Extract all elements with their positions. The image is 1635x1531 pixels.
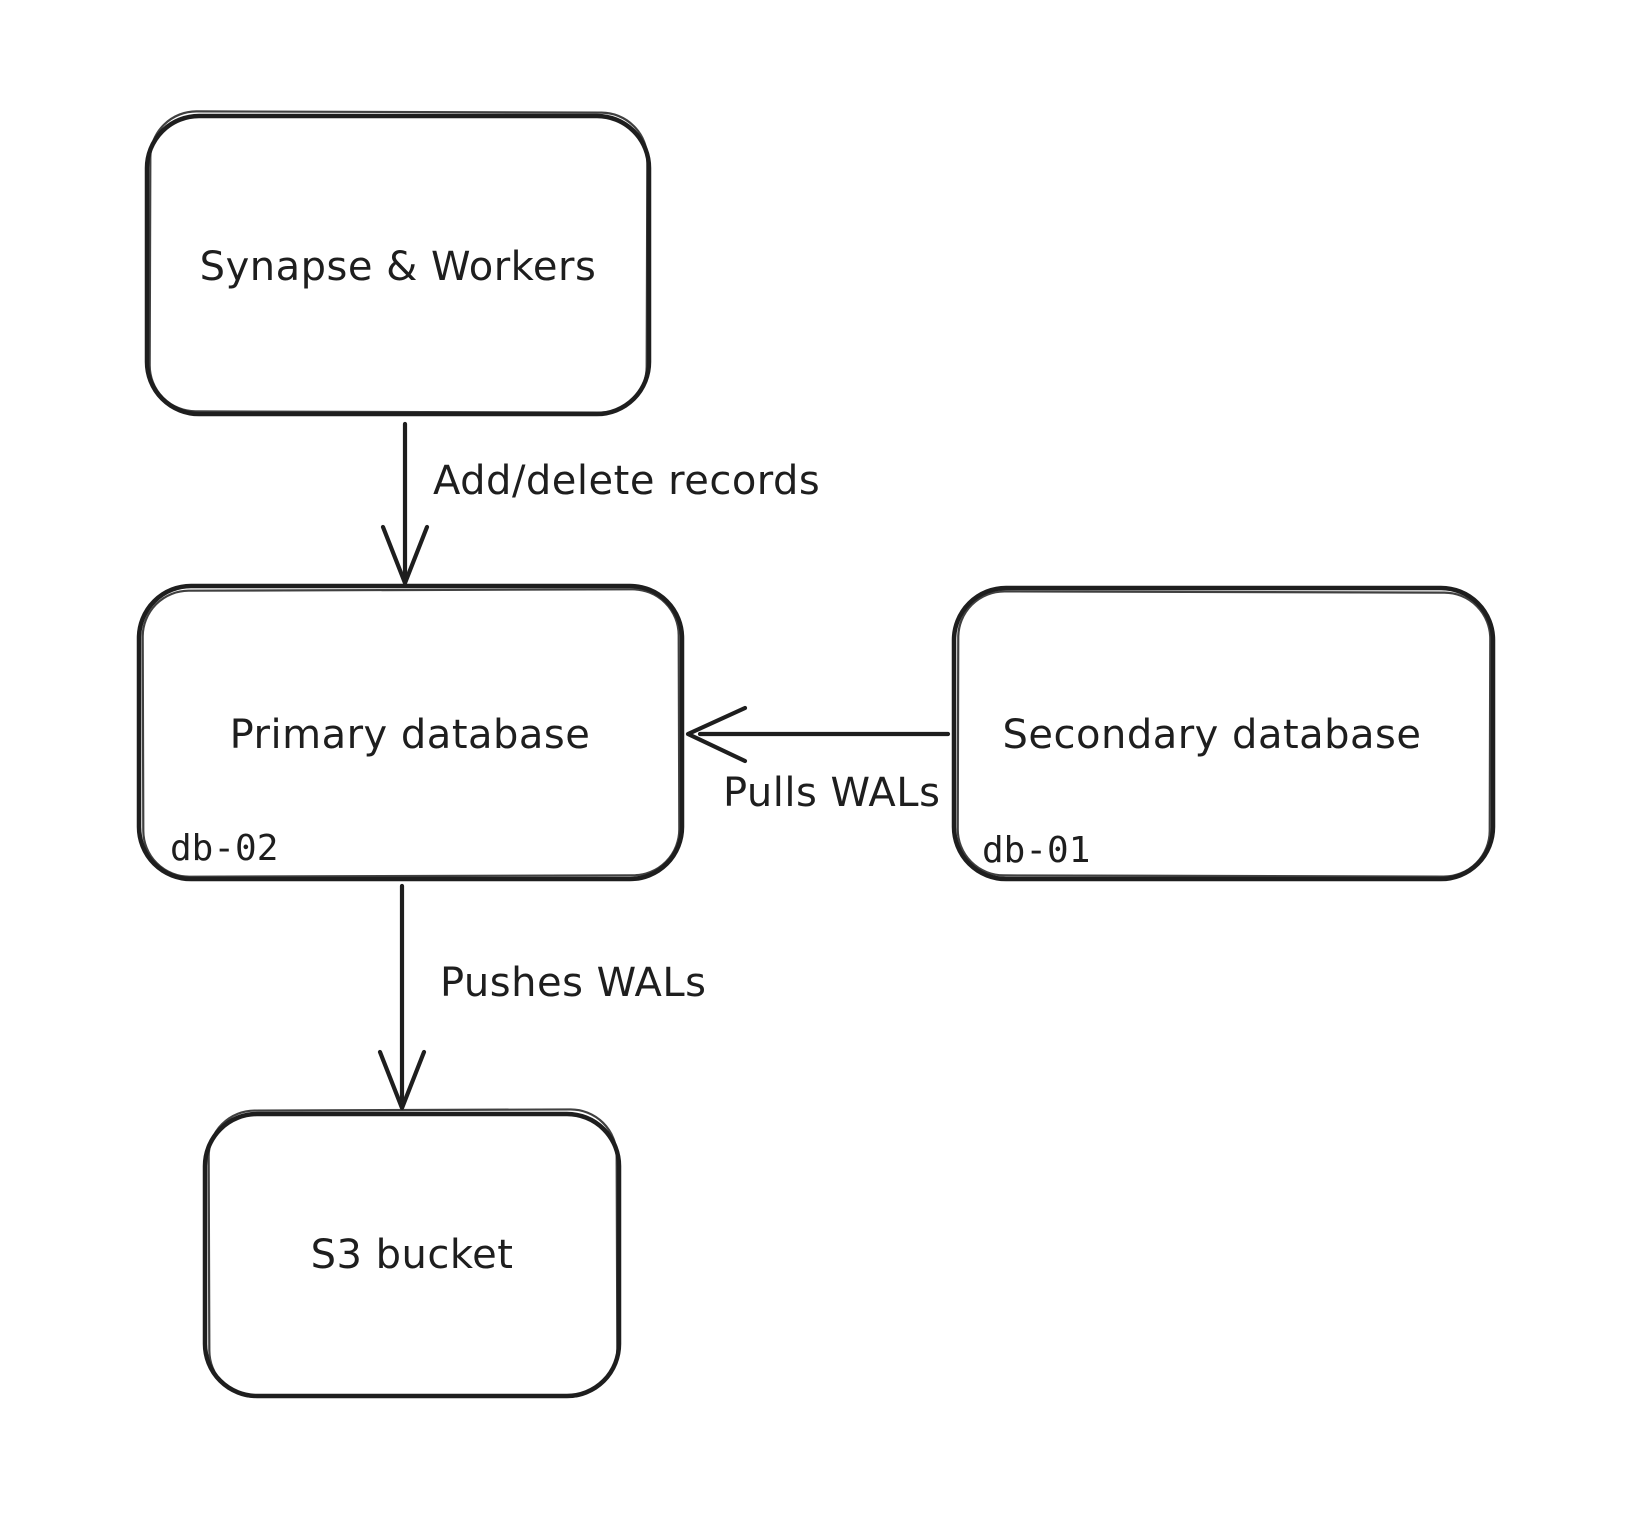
node-secondary-database-sublabel: db-01 bbox=[982, 830, 1090, 871]
node-synapse-workers-sketch-stroke bbox=[148, 110, 649, 414]
node-secondary-database-label: Secondary database bbox=[1003, 712, 1422, 758]
edge-pushes-wals-label: Pushes WALs bbox=[440, 960, 706, 1006]
node-synapse-workers-shape bbox=[144, 113, 652, 417]
edge-add-delete-records-label: Add/delete records bbox=[433, 458, 820, 504]
edge-pushes-wals-arrowhead-icon bbox=[377, 1049, 427, 1111]
edge-pulls-wals-label: Pulls WALs bbox=[723, 770, 940, 816]
node-s3-bucket-sketch-stroke bbox=[207, 1108, 619, 1398]
node-s3-bucket[interactable]: S3 bucket bbox=[202, 1108, 622, 1399]
node-s3-bucket-label: S3 bucket bbox=[311, 1232, 514, 1278]
node-secondary-database-shape bbox=[951, 585, 1496, 882]
node-synapse-workers[interactable]: Synapse & Workers bbox=[144, 110, 652, 417]
edge-pulls-wals-arrowhead-icon bbox=[685, 705, 748, 764]
edge-add-delete-records-arrowhead-icon bbox=[380, 524, 430, 586]
node-secondary-database-sketch-stroke bbox=[956, 590, 1492, 878]
node-synapse-workers-label: Synapse & Workers bbox=[200, 244, 597, 290]
edge-add-delete-records[interactable]: Add/delete records bbox=[380, 421, 820, 586]
node-primary-database-sublabel: db-02 bbox=[170, 828, 278, 869]
edge-pushes-wals[interactable]: Pushes WALs bbox=[377, 883, 706, 1111]
node-primary-database-sketch-stroke bbox=[141, 588, 681, 878]
node-primary-database[interactable]: Primary database db-02 bbox=[136, 583, 685, 882]
node-primary-database-label: Primary database bbox=[230, 712, 591, 758]
node-primary-database-shape bbox=[136, 583, 685, 882]
edge-pulls-wals[interactable]: Pulls WALs bbox=[685, 705, 951, 816]
node-secondary-database[interactable]: Secondary database db-01 bbox=[951, 585, 1496, 882]
